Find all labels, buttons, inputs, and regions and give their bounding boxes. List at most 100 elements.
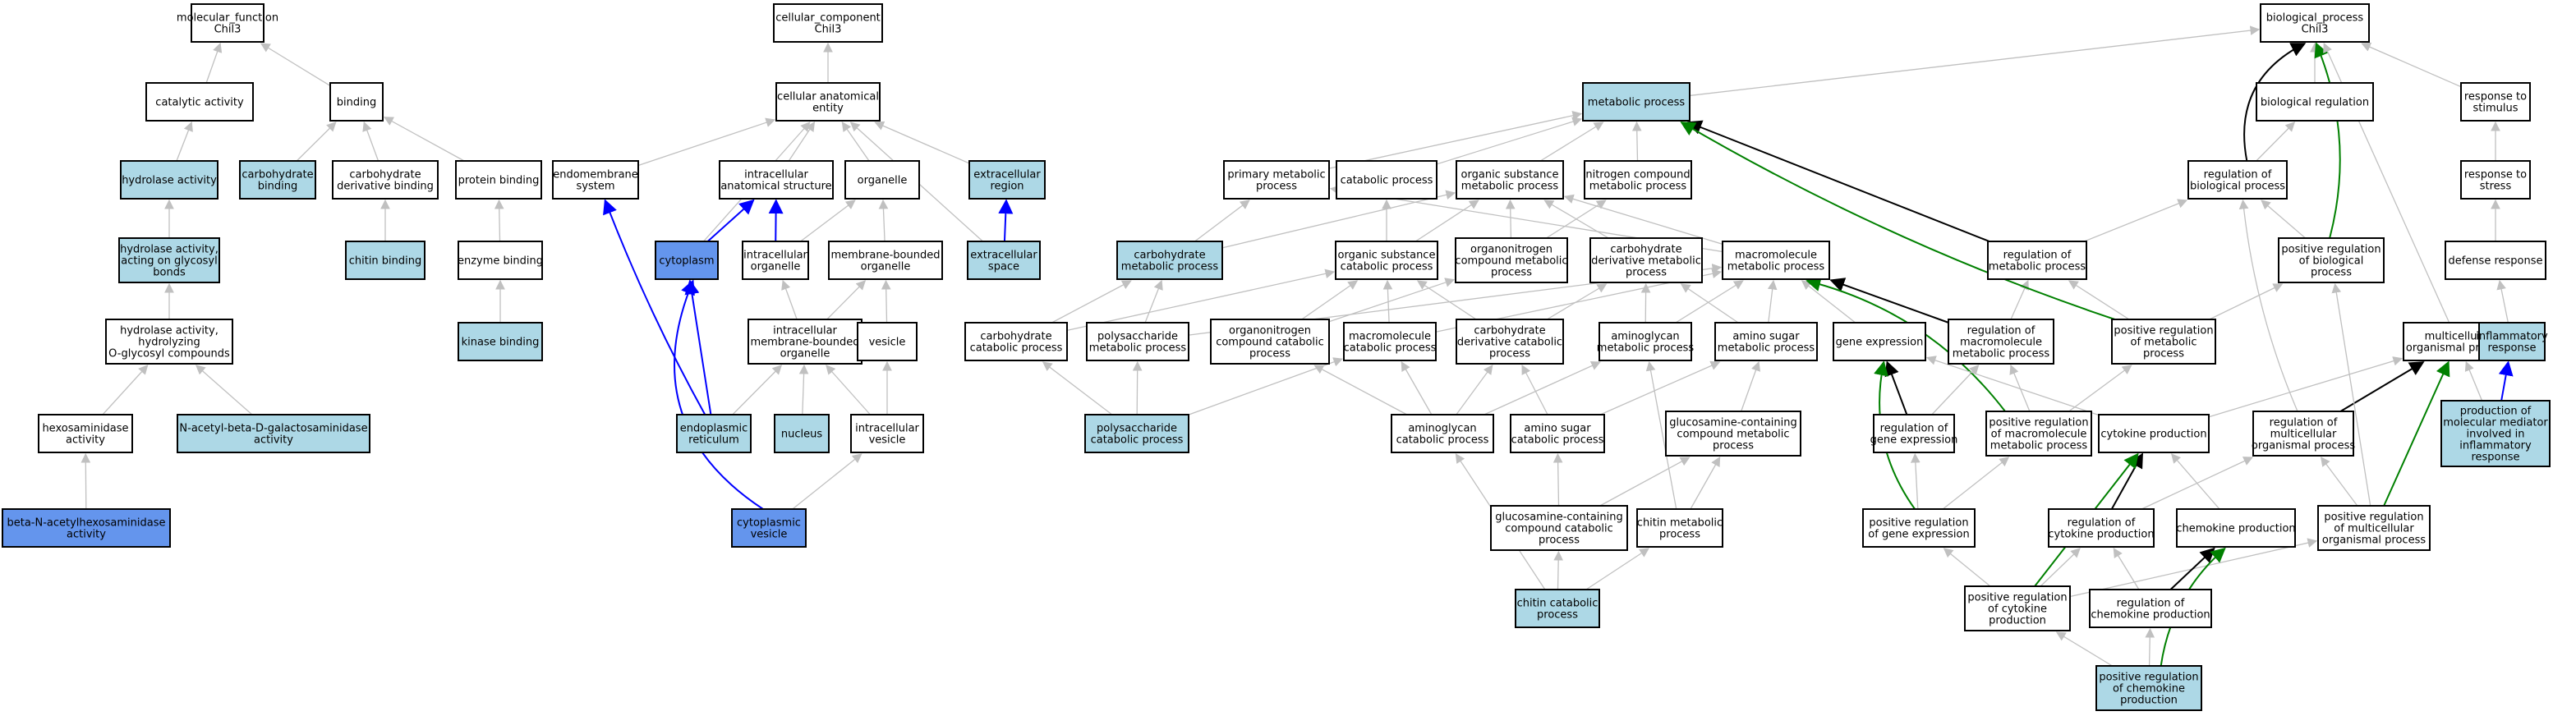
edge-posregbp-positively_regulates-bp: [2314, 42, 2341, 239]
node-nucleus[interactable]: nucleus: [774, 414, 830, 453]
node-label-line: polysaccharide: [1097, 423, 1177, 435]
node-kinasebind[interactable]: kinase binding: [458, 322, 543, 361]
node-bioreg[interactable]: biological regulation: [2256, 82, 2374, 122]
node-geneexpr[interactable]: gene expression: [1833, 322, 1926, 361]
node-box: [1223, 160, 1330, 200]
node-box: [2048, 508, 2155, 548]
edge-gccp-is_a-gcmp: [1599, 457, 1690, 507]
edge-posregmet-is_a-posregbp: [2209, 283, 2284, 320]
node-catalytic[interactable]: catalytic activity: [145, 82, 254, 122]
node-metab[interactable]: metabolic process: [1582, 82, 1690, 122]
edge-onccp-is_a-oscp: [1301, 280, 1359, 320]
edge-carbcat-is_a-oscp: [1066, 268, 1336, 332]
node-chemprod[interactable]: chemokine production: [2176, 508, 2296, 548]
node-chitinbind[interactable]: chitin binding: [345, 241, 426, 280]
edge-protbind-is_a-binding: [383, 117, 465, 162]
node-cytprod[interactable]: cytokine production: [2098, 414, 2210, 453]
node-enzbind[interactable]: enzyme binding: [458, 241, 543, 280]
node-vesicle[interactable]: vesicle: [857, 322, 918, 361]
node-box: [177, 414, 370, 453]
node-label-line: hexosaminidase: [42, 423, 128, 435]
node-protbind[interactable]: protein binding: [455, 160, 542, 200]
node-binding[interactable]: binding: [329, 82, 384, 122]
node-catab[interactable]: catabolic process: [1336, 160, 1438, 200]
node-hydrolase[interactable]: hydrolase activity: [120, 160, 218, 200]
node-label-line: endomembrane: [553, 169, 638, 181]
node-nacetylgal[interactable]: N-acetyl-beta-D-galactosaminidaseactivit…: [177, 414, 370, 453]
node-box: [2256, 82, 2374, 122]
node-label-line: activity: [254, 434, 293, 447]
node-organelle[interactable]: organelle: [844, 160, 920, 200]
node-cytoplasm[interactable]: cytoplasm: [655, 241, 719, 280]
node-defresp[interactable]: defense response: [2445, 241, 2546, 280]
node-label-line: chitin catabolic: [1517, 598, 1598, 610]
node-hydglyc[interactable]: hydrolase activity,acting on glycosylbon…: [118, 237, 220, 283]
node-box: [2095, 665, 2202, 711]
edge-enzbind-is_a-protbind: [494, 199, 504, 242]
edge-catab-is_a-metab: [1436, 117, 1583, 165]
node-hydoglyc[interactable]: hydrolase activity,hydrolyzingO-glycosyl…: [105, 319, 233, 365]
node-label-line: system: [577, 181, 615, 193]
